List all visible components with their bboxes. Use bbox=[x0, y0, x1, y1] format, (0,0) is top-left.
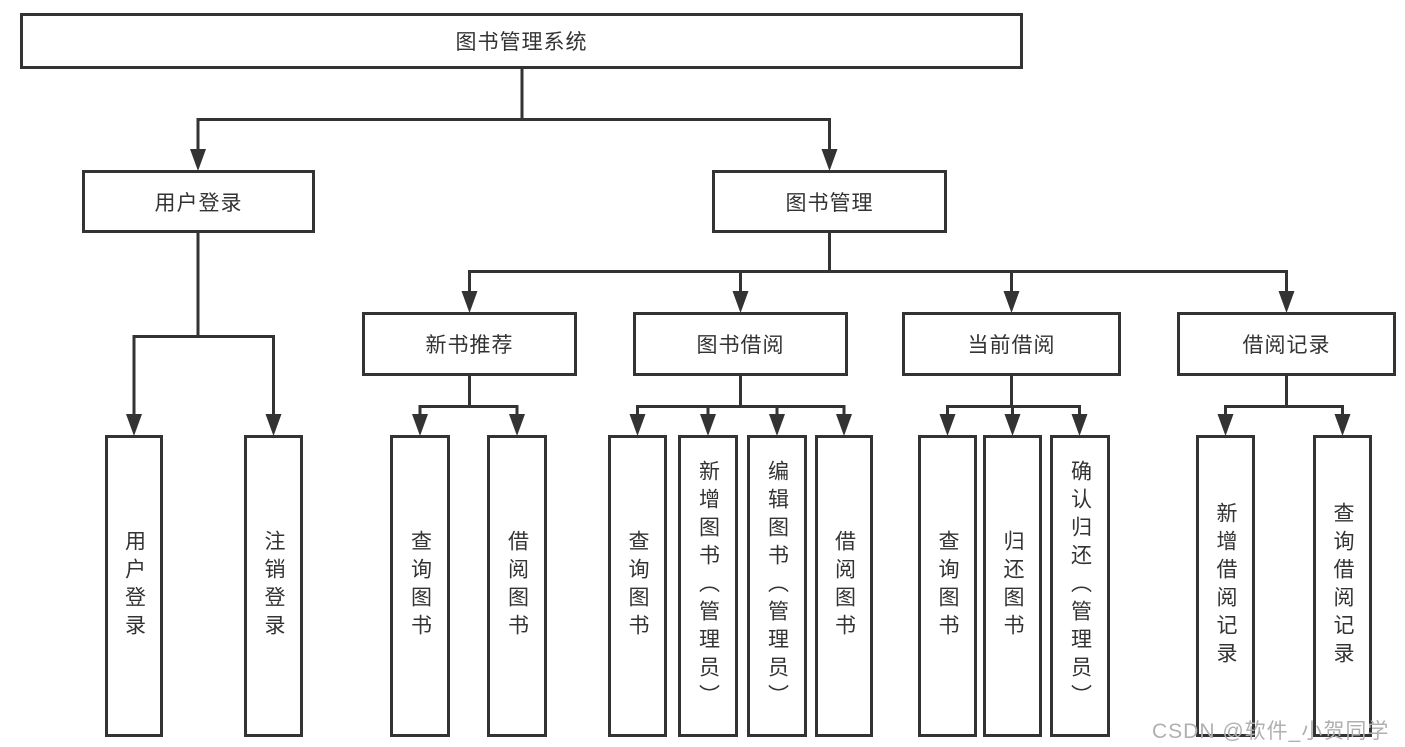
node-book-borrow-label: 图书借阅 bbox=[696, 334, 785, 357]
leaf-query-borrow-record-label: 查询借阅记录 bbox=[1331, 502, 1354, 670]
leaf-logout: 注销登录 bbox=[244, 435, 303, 737]
node-root: 图书管理系统 bbox=[20, 13, 1023, 69]
leaf-query-borrow-record: 查询借阅记录 bbox=[1313, 435, 1372, 737]
leaf-edit-book-admin-label: 编辑图书（管理员） bbox=[765, 460, 789, 712]
connector-paths bbox=[132, 69, 1344, 417]
leaf-return-book: 归还图书 bbox=[983, 435, 1042, 737]
leaf-return-book-label: 归还图书 bbox=[1001, 530, 1024, 642]
leaf-add-book-admin: 新增图书（管理员） bbox=[678, 435, 738, 737]
node-book-borrow: 图书借阅 bbox=[633, 312, 848, 376]
node-book-management: 图书管理 bbox=[712, 170, 947, 233]
leaf-query-book-borrow: 查询图书 bbox=[608, 435, 667, 737]
node-new-book-recommend-label: 新书推荐 bbox=[425, 334, 514, 357]
leaf-user-login-label: 用户登录 bbox=[122, 530, 146, 642]
leaf-user-login: 用户登录 bbox=[105, 435, 163, 737]
leaf-query-book-recommend-label: 查询图书 bbox=[408, 530, 432, 642]
leaf-query-book-current-label: 查询图书 bbox=[936, 530, 959, 642]
node-user-login: 用户登录 bbox=[82, 170, 315, 233]
leaf-query-book-current: 查询图书 bbox=[918, 435, 977, 737]
node-borrow-records-label: 借阅记录 bbox=[1242, 334, 1331, 357]
leaf-confirm-return-admin: 确认归还（管理员） bbox=[1050, 435, 1110, 737]
leaf-add-borrow-record: 新增借阅记录 bbox=[1196, 435, 1255, 737]
leaf-confirm-return-admin-label: 确认归还（管理员） bbox=[1068, 460, 1092, 712]
node-new-book-recommend: 新书推荐 bbox=[362, 312, 577, 376]
leaf-borrow-book: 借阅图书 bbox=[815, 435, 873, 737]
leaf-borrow-book-recommend-label: 借阅图书 bbox=[505, 530, 529, 642]
node-borrow-records: 借阅记录 bbox=[1177, 312, 1396, 376]
arrowheads bbox=[126, 149, 1351, 436]
node-book-management-label: 图书管理 bbox=[785, 191, 874, 215]
leaf-query-book-borrow-label: 查询图书 bbox=[626, 530, 649, 642]
watermark: CSDN @软件_小贺同学 bbox=[1152, 720, 1390, 743]
leaf-edit-book-admin: 编辑图书（管理员） bbox=[747, 435, 807, 737]
node-current-borrow-label: 当前借阅 bbox=[967, 334, 1056, 357]
node-root-label: 图书管理系统 bbox=[455, 31, 588, 54]
leaf-borrow-book-recommend: 借阅图书 bbox=[487, 435, 547, 737]
leaf-add-borrow-record-label: 新增借阅记录 bbox=[1214, 502, 1237, 670]
leaf-query-book-recommend: 查询图书 bbox=[390, 435, 450, 737]
node-user-login-label: 用户登录 bbox=[154, 191, 243, 215]
leaf-logout-label: 注销登录 bbox=[262, 530, 285, 642]
leaf-borrow-book-label: 借阅图书 bbox=[832, 530, 856, 642]
leaf-add-book-admin-label: 新增图书（管理员） bbox=[696, 460, 720, 712]
node-current-borrow: 当前借阅 bbox=[902, 312, 1121, 376]
